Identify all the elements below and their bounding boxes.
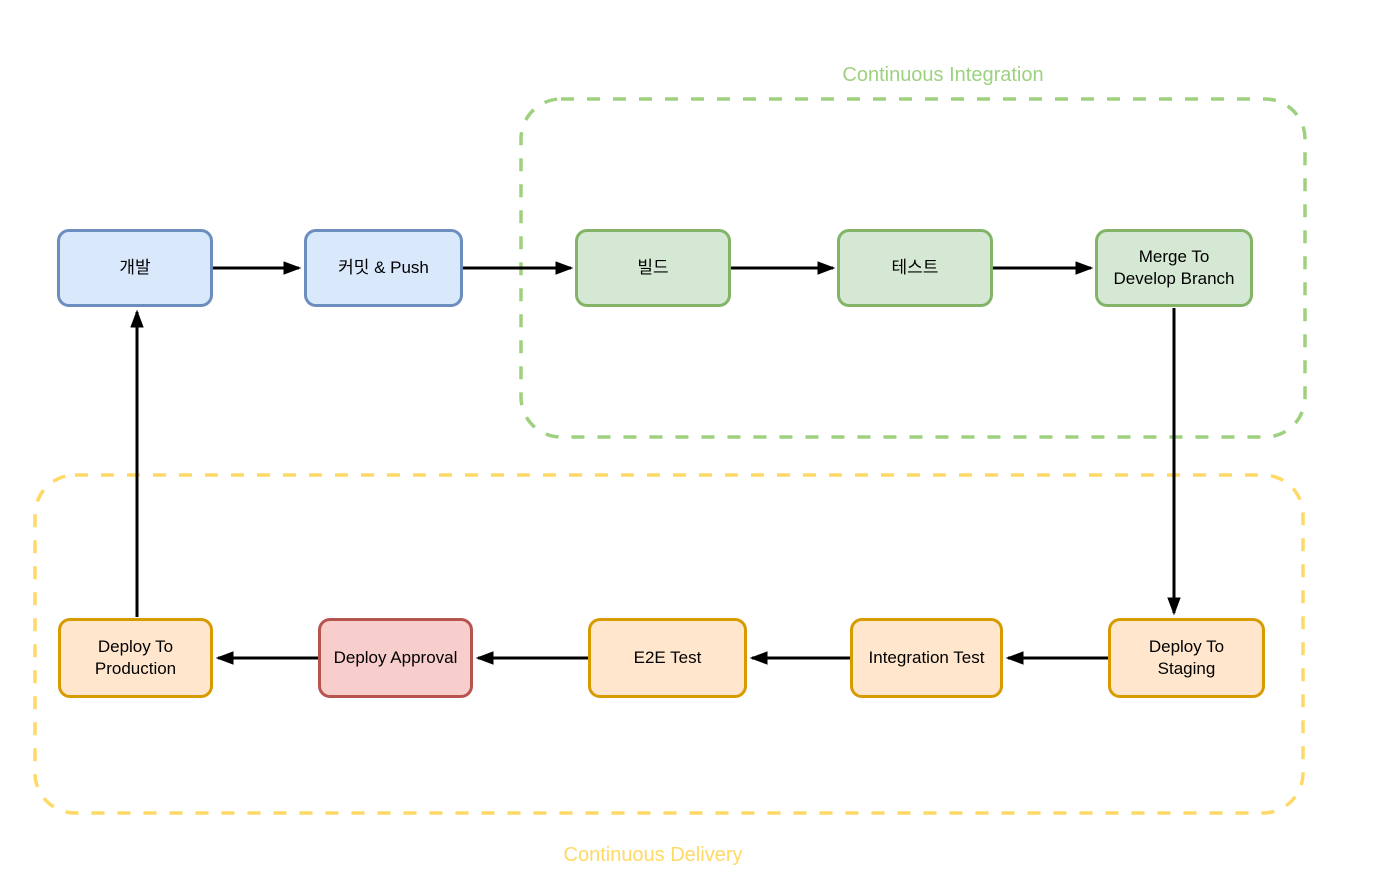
continuous-integration-label: Continuous Integration <box>842 64 1044 86</box>
continuous-delivery-label: Continuous Delivery <box>563 844 743 866</box>
node-deploy-to-production: Deploy To Production <box>58 618 213 698</box>
node-commit-push: 커밋 & Push <box>304 229 463 307</box>
node-integration-test: Integration Test <box>850 618 1003 698</box>
node-merge-to-develop-branch: Merge To Develop Branch <box>1095 229 1253 307</box>
node-development: 개발 <box>57 229 213 307</box>
continuous-delivery-boundary <box>33 473 1305 815</box>
node-build: 빌드 <box>575 229 731 307</box>
node-deploy-approval: Deploy Approval <box>318 618 473 698</box>
node-e2e-test: E2E Test <box>588 618 747 698</box>
node-test: 테스트 <box>837 229 993 307</box>
node-deploy-to-staging: Deploy To Staging <box>1108 618 1265 698</box>
